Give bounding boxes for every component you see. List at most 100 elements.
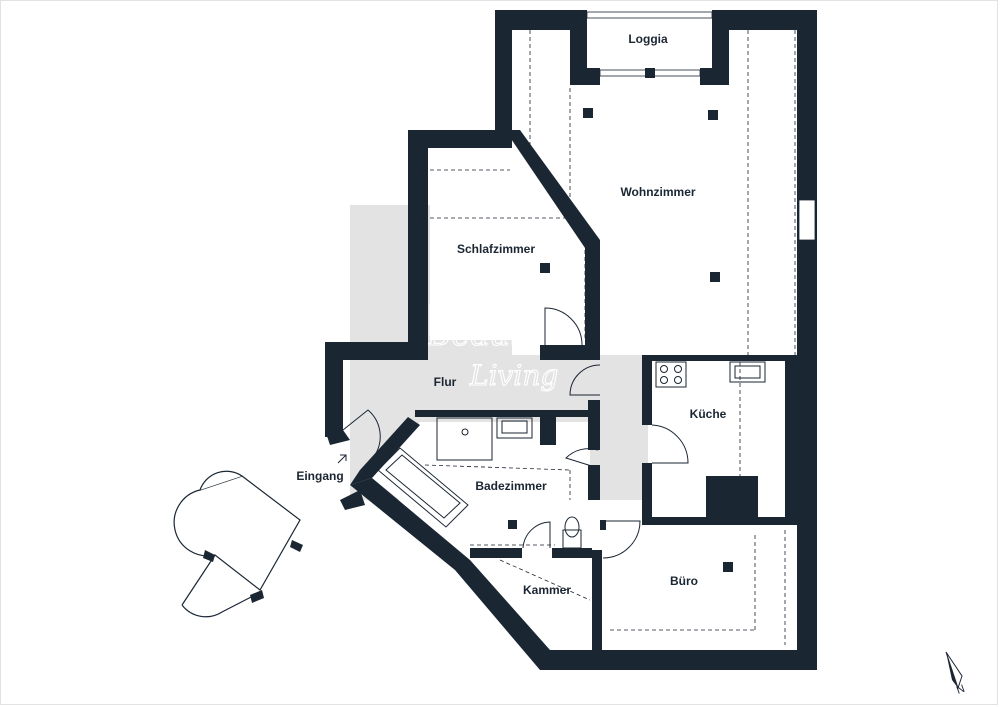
- compass-icon: N: [945, 651, 967, 697]
- column: [645, 68, 655, 78]
- wall-bad-right: [588, 465, 600, 500]
- vestibule-wall: [250, 590, 264, 603]
- wall-schlaf-diagonal: [505, 130, 600, 345]
- watermark-line2: Living: [469, 359, 558, 392]
- door-flur-wohn: [569, 364, 601, 396]
- wall-flur-right: [588, 400, 600, 450]
- kitchen-sink-basin: [734, 365, 761, 379]
- shower: [436, 417, 493, 461]
- wall-kueche-top: [642, 355, 797, 361]
- wall-kammer-top-left: [470, 548, 522, 558]
- kueche-floor: [652, 360, 785, 512]
- column: [708, 110, 718, 120]
- schlafzimmer-floor: [430, 150, 585, 340]
- slope-line: [499, 559, 591, 601]
- door-kueche: [651, 424, 689, 464]
- wall-kueche-right: [785, 355, 800, 520]
- compass-arrow-right: [945, 651, 963, 690]
- bath-sink: [496, 417, 533, 439]
- stove-burner: [674, 376, 682, 384]
- vestibule-walls: [203, 540, 303, 603]
- kitchen-fixtures: [655, 361, 766, 388]
- compass-north-label: N: [955, 683, 967, 697]
- vestibule-shape: [173, 475, 301, 591]
- wall-bad-top: [415, 410, 595, 417]
- label-badezimmer: Badezimmer: [475, 479, 547, 493]
- wall-eingang-bottom: [340, 490, 365, 510]
- wall-flur-top: [325, 342, 428, 360]
- bathtub: [377, 447, 469, 528]
- buero-floor: [602, 528, 805, 650]
- label-flur: Flur: [434, 375, 457, 389]
- label-loggia: Loggia: [628, 32, 668, 46]
- wall-bottom-diagonal: [350, 478, 817, 670]
- slope-line: [424, 464, 571, 471]
- stove-burner: [660, 376, 668, 384]
- wall-loggia-right-stub: [700, 68, 729, 85]
- wall-schlaf-top: [408, 130, 512, 148]
- wall-wohnzimmer-left: [495, 10, 512, 130]
- door-bad: [565, 448, 599, 469]
- vestibule-line: [181, 554, 216, 606]
- shower-drain: [461, 428, 469, 436]
- columns: [508, 68, 733, 572]
- wall-kammer-right: [592, 550, 602, 660]
- column: [723, 562, 733, 572]
- walls: [325, 10, 817, 670]
- stove: [655, 361, 687, 388]
- label-buero: Büro: [670, 574, 698, 588]
- stove-burner: [674, 365, 682, 373]
- bath-fixtures: [377, 417, 582, 549]
- wall-kammer-top-right: [552, 548, 592, 558]
- door-eingang: [342, 409, 381, 456]
- kitchen-sink: [729, 361, 766, 383]
- bathtub-inner: [385, 454, 461, 519]
- wall-kueche-left-upper: [642, 355, 652, 425]
- bath-sink-basin: [501, 420, 528, 434]
- door-kammer: [522, 521, 551, 549]
- kueche-column: [706, 476, 758, 520]
- kammer-floor: [470, 560, 592, 650]
- toilet-bowl: [564, 516, 580, 538]
- wall-schlaf-left: [408, 130, 428, 358]
- column: [540, 263, 550, 273]
- wall-flur-left: [325, 342, 343, 437]
- wall-top-right: [712, 10, 817, 30]
- wall-buero-stub: [600, 520, 606, 530]
- wall-bad-diagonal: [350, 417, 420, 485]
- room-floors: [372, 30, 805, 650]
- entrance-vestibule: [173, 470, 301, 618]
- vestibule-arc-top: [199, 470, 243, 491]
- wall-schlaf-bottom: [540, 345, 600, 360]
- wall-kueche-left-lower: [642, 463, 652, 523]
- label-kammer: Kammer: [523, 583, 571, 597]
- door-buero: [602, 520, 641, 559]
- label-eingang: Eingang: [296, 469, 343, 483]
- entrance-arrow-icon: [337, 454, 347, 464]
- wall-eingang-top: [325, 430, 350, 445]
- badezimmer-floor: [372, 422, 590, 552]
- stove-burner: [660, 365, 668, 373]
- column: [508, 520, 517, 529]
- wall-kueche-bottom: [642, 517, 802, 525]
- doors: [342, 307, 689, 559]
- toilet-tank: [562, 529, 582, 549]
- column: [710, 272, 720, 282]
- label-schlafzimmer: Schlafzimmer: [457, 242, 535, 256]
- column: [583, 108, 593, 118]
- wall-loggia-left-stub: [570, 68, 600, 85]
- wall-top-left: [495, 10, 587, 30]
- wohnzimmer-window: [798, 199, 816, 241]
- vestibule-wall: [290, 540, 303, 552]
- label-wohnzimmer: Wohnzimmer: [620, 185, 695, 199]
- vestibule-wall: [203, 550, 215, 562]
- vestibule-arc-bottom: [181, 594, 256, 618]
- loggia-top-window: [586, 11, 713, 19]
- slope-lines: [424, 30, 796, 645]
- wall-bad-column: [540, 415, 556, 445]
- room-labels: Loggia Wohnzimmer Schlafzimmer Flur Küch…: [296, 32, 726, 597]
- wall-right: [797, 10, 817, 670]
- label-kueche: Küche: [690, 407, 727, 421]
